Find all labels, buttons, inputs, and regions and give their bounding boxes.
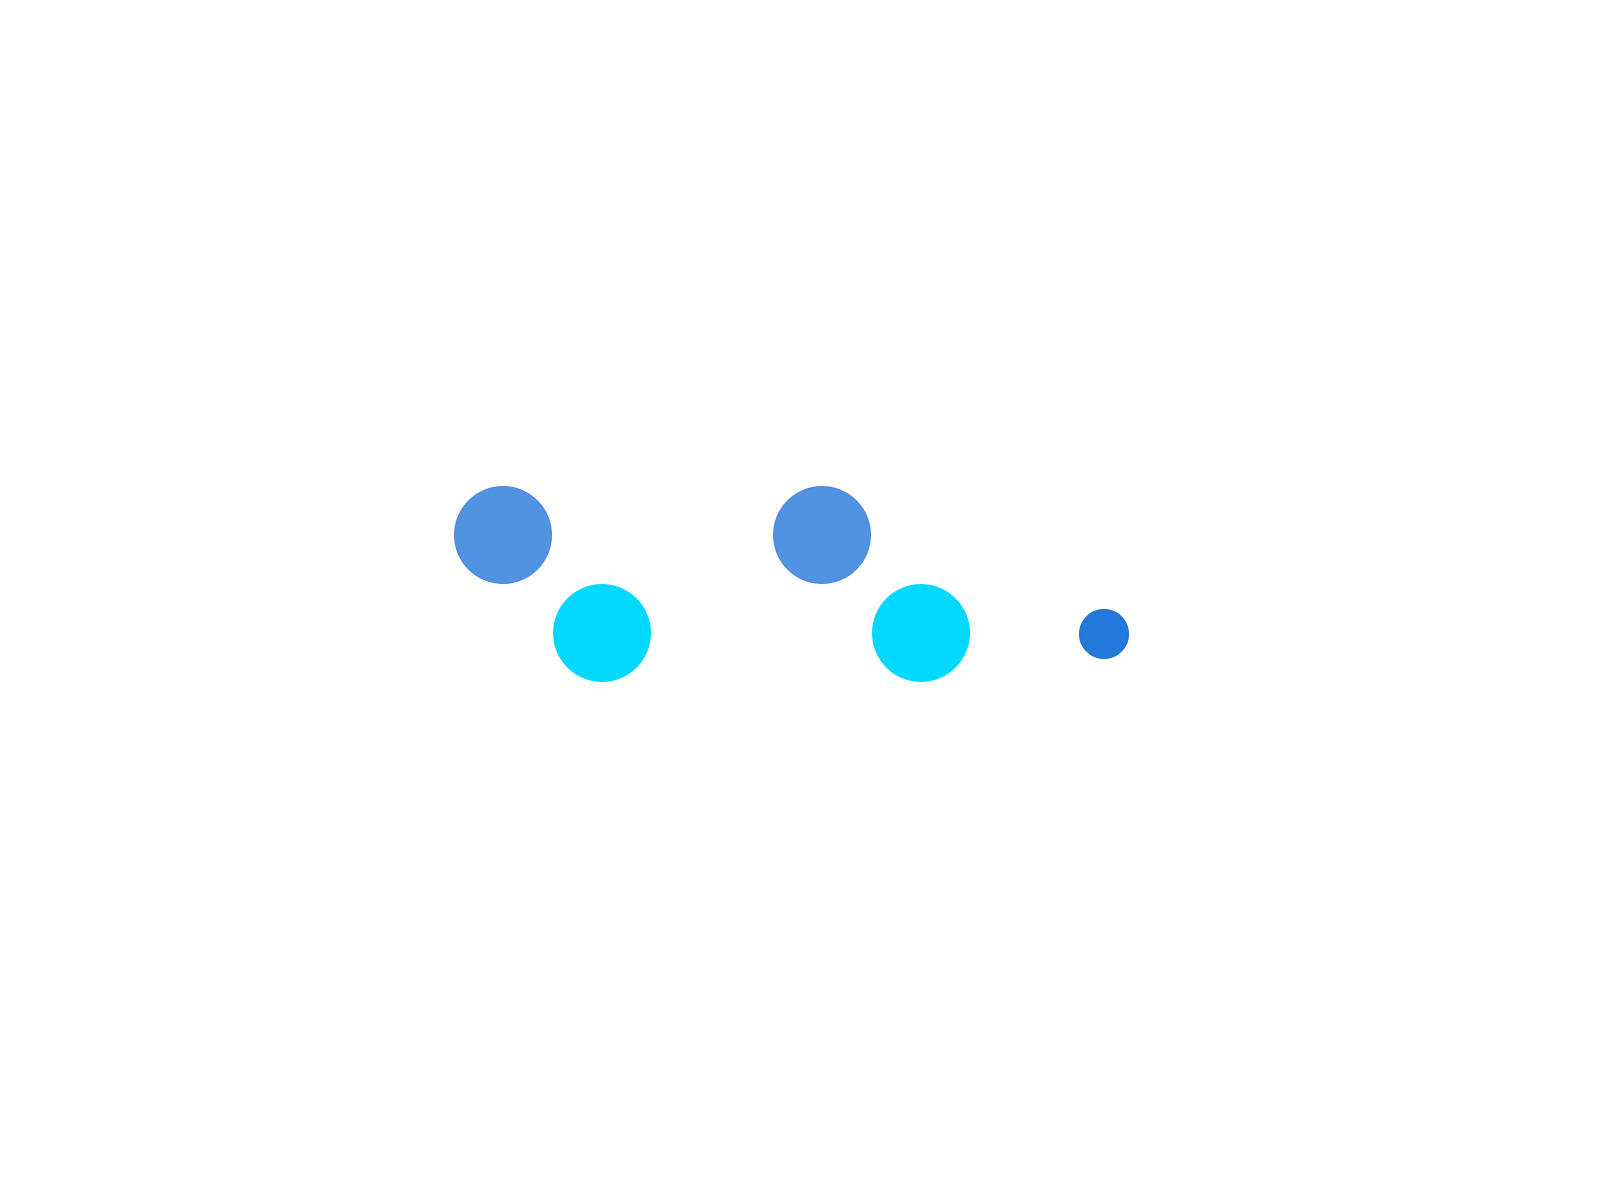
medium-blue-dot — [454, 486, 552, 584]
cyan-dot — [872, 584, 970, 682]
small-deep-blue-dot — [1079, 609, 1129, 659]
cyan-dot — [553, 584, 651, 682]
medium-blue-dot — [773, 486, 871, 584]
